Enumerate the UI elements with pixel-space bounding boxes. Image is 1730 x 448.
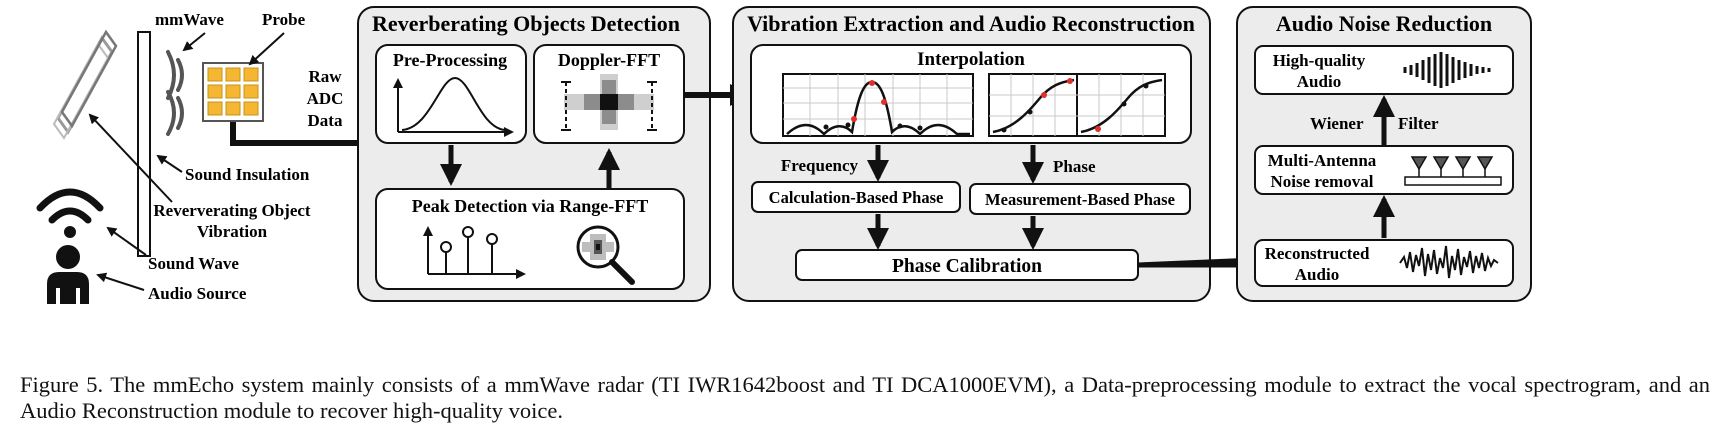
reverb-object-label-1: Reververating Object (153, 201, 311, 220)
frequency-label: Frequency (781, 156, 859, 175)
calc-phase-box (751, 181, 961, 213)
sound-insulation-icon (137, 31, 151, 257)
panel-vibration-extraction: Vibration Extraction and Audio Reconstru… (732, 6, 1211, 302)
noisy-waveform-icon (1399, 245, 1499, 279)
reconstructed-label-1: Reconstructed (1265, 244, 1370, 263)
raw-adc-label-1: Raw (308, 67, 342, 86)
panel1-title: Reverberating Objects Detection (372, 11, 680, 36)
sound-wave-label: Sound Wave (148, 254, 239, 273)
antenna-array-icon (1404, 156, 1502, 186)
gaussian-curve-icon (393, 76, 514, 137)
meas-phase-box (969, 183, 1191, 215)
panel3-title: Audio Noise Reduction (1276, 11, 1492, 36)
meas-phase-label: Measurement-Based Phase (985, 190, 1175, 209)
filter-label: Filter (1398, 114, 1439, 133)
preprocessing-label: Pre-Processing (393, 50, 507, 70)
mmwave-label: mmWave (155, 10, 224, 29)
raw-adc-label-2: ADC (307, 89, 344, 108)
interpolation-label: Interpolation (917, 49, 1025, 70)
figure-caption: Figure 5. The mmEcho system mainly consi… (20, 372, 1710, 423)
sound-insulation-label: Sound Insulation (185, 165, 310, 184)
doppler-cross-icon (561, 74, 657, 131)
phase-calibration-label: Phase Calibration (892, 256, 1042, 277)
hq-audio-label-1: High-quality (1273, 51, 1366, 70)
clean-waveform-icon (1403, 52, 1491, 88)
system-diagram: mmWave Probe Raw ADC Data Sound Insulati… (36, 6, 1532, 304)
doppler-fft-label: Doppler-FFT (558, 50, 660, 70)
probe-label: Probe (262, 10, 306, 29)
range-fft-peaks-icon (423, 226, 526, 279)
magnifier-icon (576, 225, 635, 285)
audio-source-label: Audio Source (148, 284, 247, 303)
sound-wave-icon (36, 188, 104, 238)
mmwave-icon (166, 50, 184, 136)
preprocessing-box (375, 44, 527, 144)
panel2-title: Vibration Extraction and Audio Reconstru… (747, 11, 1195, 36)
peak-detection-label: Peak Detection via Range-FFT (412, 196, 648, 216)
person-icon (47, 245, 89, 304)
panel-noise-reduction: Audio Noise Reduction High-quality Audio… (1236, 6, 1532, 302)
reverb-object-label-2: Vibration (197, 222, 268, 241)
reverberating-object-icon (52, 29, 118, 140)
probe-icon (202, 62, 264, 122)
raw-adc-label-3: Data (308, 111, 343, 130)
reconstructed-label-2: Audio (1295, 265, 1339, 284)
multi-antenna-label-1: Multi-Antenna (1268, 151, 1377, 170)
hq-audio-label-2: Audio (1297, 72, 1341, 91)
panel-reverberating-detection: Reverberating Objects Detection Pre-Proc… (357, 6, 711, 302)
phase-unwrap-icon (988, 73, 1166, 137)
multi-antenna-label-2: Noise removal (1270, 172, 1373, 191)
source-area: mmWave Probe Raw ADC Data Sound Insulati… (36, 10, 382, 304)
wiener-label: Wiener (1310, 114, 1364, 133)
sinc-interpolation-icon (782, 73, 974, 137)
phase-label: Phase (1053, 157, 1096, 176)
calc-phase-label: Calculation-Based Phase (769, 188, 944, 207)
